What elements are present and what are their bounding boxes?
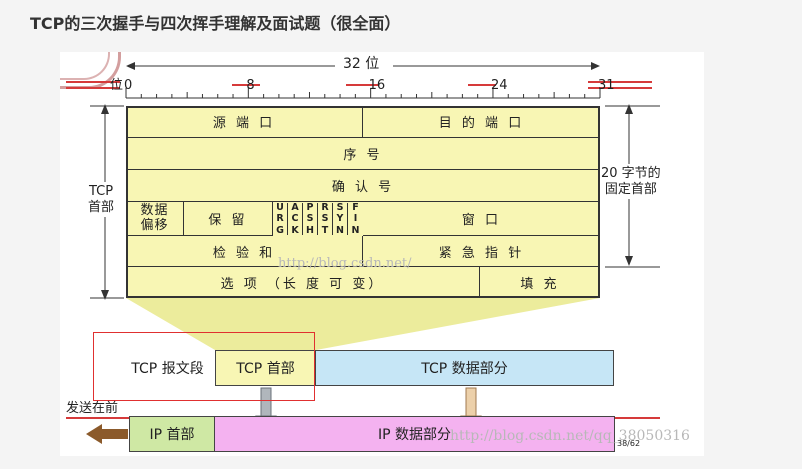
bits-width-label: 32 位	[343, 56, 380, 72]
ip-data-box: IP 数据部分	[215, 416, 615, 452]
padding-cell: 填 充	[520, 277, 560, 292]
ip-header-box: IP 首部	[129, 416, 215, 452]
bit-tick-label: 8	[246, 78, 255, 93]
segment-data-box: TCP 数据部分	[316, 350, 614, 386]
bit-tick-label: 0	[124, 78, 133, 93]
segment-label: TCP 报文段	[131, 361, 204, 377]
send-first-label: 发送在前	[66, 401, 119, 416]
flag-letter: T	[321, 224, 329, 236]
flag-letter: G	[276, 224, 284, 236]
flag-letter: H	[306, 224, 314, 236]
window-cell: 窗 口	[363, 202, 600, 236]
flag-letter: A	[291, 202, 299, 213]
data-offset-cell: 数据 偏移	[126, 202, 184, 236]
fixed-header-side-label: 20 字节的 固定首部	[601, 164, 661, 200]
source-port-cell: 源 端 口	[126, 106, 363, 138]
page-title: TCP的三次握手与四次挥手理解及面试题（很全面）	[30, 14, 401, 33]
flag-letter: F	[352, 202, 359, 213]
flag-letter: Y	[336, 213, 344, 225]
bits-arrowhead-right	[591, 62, 600, 70]
bit-tick-label: 24	[490, 78, 508, 93]
bit-prefix-label: 位	[110, 78, 124, 93]
flag-letter: K	[291, 224, 299, 236]
flag-letter: R	[321, 202, 329, 213]
urgent-pointer-cell: 紧 急 指 针	[363, 236, 600, 267]
dest-port-cell: 目 的 端 口	[363, 106, 600, 138]
options-cell: 选 项 （长 度 可 变）	[126, 267, 480, 298]
flag-letter: N	[351, 224, 360, 236]
header-funnel	[126, 298, 600, 350]
data-down-arrow-shaft	[465, 387, 477, 417]
page-number-label: 38/62	[617, 439, 641, 448]
segment-highlight-box	[93, 332, 315, 401]
flag-letter: N	[336, 224, 344, 236]
tcp-header-figure: 32 位 位 0 8 16 24 31 TCP 首部 20 字节的 固定首部 源 端 口…	[60, 52, 704, 456]
checksum-cell: 检 验 和	[126, 236, 363, 267]
flag-letter: C	[291, 213, 299, 225]
bit-tick-label: 16	[368, 78, 386, 93]
flag-letter: S	[336, 202, 344, 213]
bits-arrowhead-left	[126, 62, 135, 70]
segment-header-box: TCP 首部	[215, 350, 316, 386]
send-direction-arrow	[86, 424, 128, 444]
sequence-number-cell: 序 号	[126, 138, 600, 170]
flag-letter: S	[306, 213, 314, 225]
tcp-header-side-label: TCP 首部	[88, 182, 115, 218]
ruler-ticks	[125, 88, 601, 98]
flag-letter: P	[306, 202, 314, 213]
bit-tick-label: 31	[598, 78, 615, 93]
reserved-cell: 保 留	[184, 202, 273, 236]
flag-letter: I	[353, 213, 358, 225]
ack-number-cell: 确 认 号	[126, 170, 600, 202]
center-watermark: http://blog.csdn.net/	[278, 256, 412, 271]
flag-letter: R	[276, 213, 284, 225]
bottom-watermark: http://blog.csdn.net/qq_38050316	[450, 428, 690, 444]
flag-letter: S	[321, 213, 329, 225]
flag-letter: U	[276, 202, 284, 213]
